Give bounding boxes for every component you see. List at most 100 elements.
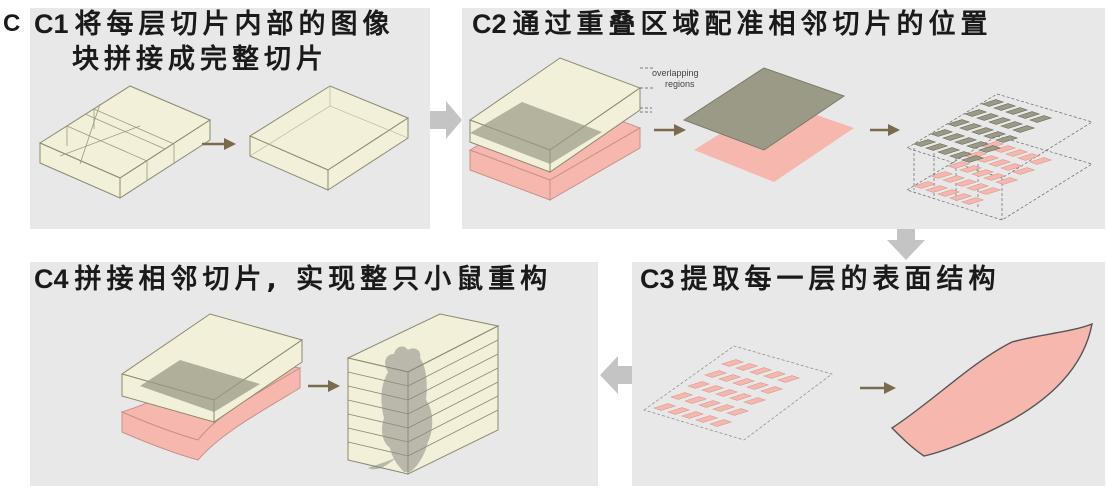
image-tile	[721, 359, 745, 367]
image-tile	[718, 374, 742, 382]
panel-c3-code: C3	[640, 264, 675, 294]
image-tile	[947, 161, 971, 169]
image-tile	[1017, 111, 1041, 119]
process-arrow	[308, 380, 340, 392]
image-tile	[695, 415, 719, 423]
image-tile	[995, 177, 1019, 185]
image-tile	[746, 382, 770, 390]
image-tile	[704, 370, 728, 378]
image-tile	[930, 171, 954, 179]
image-tile	[667, 407, 691, 415]
figure-letter: C	[3, 10, 21, 37]
image-tile	[988, 159, 1012, 167]
image-tile	[947, 119, 971, 127]
image-tile	[729, 393, 753, 401]
tiled-slab	[38, 85, 212, 199]
image-tile	[763, 371, 787, 379]
yellow-slab-upper	[468, 57, 654, 173]
image-tile	[981, 99, 1005, 107]
image-tile	[735, 363, 759, 371]
image-tile	[712, 404, 736, 412]
image-tile	[961, 197, 985, 205]
flow-arrow-c3-c4	[600, 356, 634, 394]
process-arrow-1	[654, 124, 686, 136]
image-tile	[698, 400, 722, 408]
process-arrow	[860, 382, 896, 394]
image-tile	[964, 109, 988, 117]
image-tile	[670, 392, 694, 400]
image-tile	[732, 378, 756, 386]
image-tile	[743, 397, 767, 405]
image-tile	[681, 411, 705, 419]
image-tile	[976, 113, 1000, 121]
image-tile	[687, 381, 711, 389]
image-tile	[684, 396, 708, 404]
image-tile	[942, 175, 966, 183]
image-tile	[1029, 157, 1053, 165]
pink-tile-grid	[643, 345, 833, 441]
panel-c1-title-line2: 块拼接成完整切片	[72, 44, 328, 75]
flow-arrow-c2-c3	[887, 226, 925, 260]
image-tile	[749, 367, 773, 375]
image-tile	[925, 185, 949, 193]
image-tile	[983, 131, 1007, 139]
image-tile	[1012, 167, 1036, 175]
image-tile	[937, 189, 961, 197]
image-tile	[913, 181, 937, 189]
panel-c2-code: C2	[472, 9, 507, 39]
overlap-label-1: overlapping	[652, 68, 699, 78]
image-tile	[653, 403, 677, 411]
image-tile	[966, 183, 990, 191]
image-tile	[995, 135, 1019, 143]
image-tile	[1000, 163, 1024, 171]
image-tile	[930, 129, 954, 137]
image-tile	[913, 139, 937, 147]
image-tile	[978, 187, 1002, 195]
image-tile	[971, 127, 995, 135]
image-tile	[954, 137, 978, 145]
image-tile	[760, 386, 784, 394]
overlap-label-2: regions	[665, 79, 695, 89]
image-tile	[993, 103, 1017, 111]
image-tile	[1005, 149, 1029, 157]
flow-arrow-c1-c2	[428, 101, 462, 139]
image-tile	[978, 145, 1002, 153]
image-tile	[966, 141, 990, 149]
image-tile	[1029, 115, 1053, 123]
image-tile	[1000, 121, 1024, 129]
image-tile	[949, 151, 973, 159]
mouse-silhouette-icon	[368, 346, 433, 472]
image-tile	[949, 193, 973, 201]
process-arrow	[202, 138, 236, 150]
panel-c4-code: C4	[34, 264, 69, 294]
image-tile	[777, 375, 801, 383]
image-tile	[937, 147, 961, 155]
surface-sheet	[890, 322, 1093, 457]
tile-grids	[906, 93, 1093, 221]
image-tile	[1005, 107, 1029, 115]
image-tile	[971, 169, 995, 177]
image-tile	[959, 165, 983, 173]
complete-slab	[248, 85, 410, 191]
image-tile	[1012, 125, 1036, 133]
registered-pair	[682, 67, 854, 182]
image-tile	[701, 385, 725, 393]
image-tile	[726, 408, 750, 416]
image-tile	[942, 133, 966, 141]
stitched-pair	[120, 313, 304, 461]
image-tile	[988, 117, 1012, 125]
image-tile	[983, 173, 1007, 181]
process-arrow-2	[870, 124, 900, 136]
image-tile	[954, 179, 978, 187]
image-tile	[709, 419, 733, 427]
image-tile	[925, 143, 949, 151]
panel-c1-code: C1	[34, 9, 69, 39]
